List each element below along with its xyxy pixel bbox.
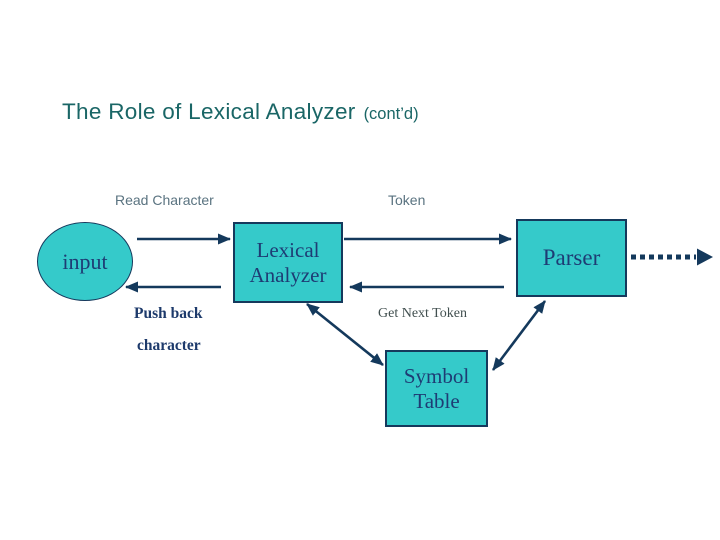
node-symbol-table: Symbol Table xyxy=(385,350,488,427)
slide-title-main: The Role of Lexical Analyzer xyxy=(62,99,356,124)
slide-title-suffix: (cont’d) xyxy=(363,105,419,123)
edge-label-get-next-token: Get Next Token xyxy=(378,306,467,321)
node-input-label: input xyxy=(62,248,108,274)
node-parser-label: Parser xyxy=(542,245,601,271)
node-lexical-analyzer-line2: Analyzer xyxy=(249,262,327,287)
edge-label-read-character: Read Character xyxy=(115,192,214,208)
arrow-lexical-symboltable-bidirectional xyxy=(306,302,384,367)
node-parser: Parser xyxy=(516,219,627,297)
arrow-parser-symboltable-bidirectional xyxy=(491,300,547,371)
node-lexical-analyzer-line1: Lexical xyxy=(256,237,320,262)
edge-label-push-back-line1: Push back xyxy=(134,305,203,322)
slide-title: The Role of Lexical Analyzer (cont’d) xyxy=(62,99,419,125)
arrow-parser-output-dashed-head xyxy=(697,248,713,266)
edge-label-token: Token xyxy=(388,192,426,208)
node-input: input xyxy=(37,222,133,301)
edge-label-push-back-line2: character xyxy=(137,337,201,354)
node-symbol-table-line1: Symbol xyxy=(403,363,470,388)
node-symbol-table-line2: Table xyxy=(413,388,460,413)
node-lexical-analyzer: Lexical Analyzer xyxy=(233,222,343,303)
